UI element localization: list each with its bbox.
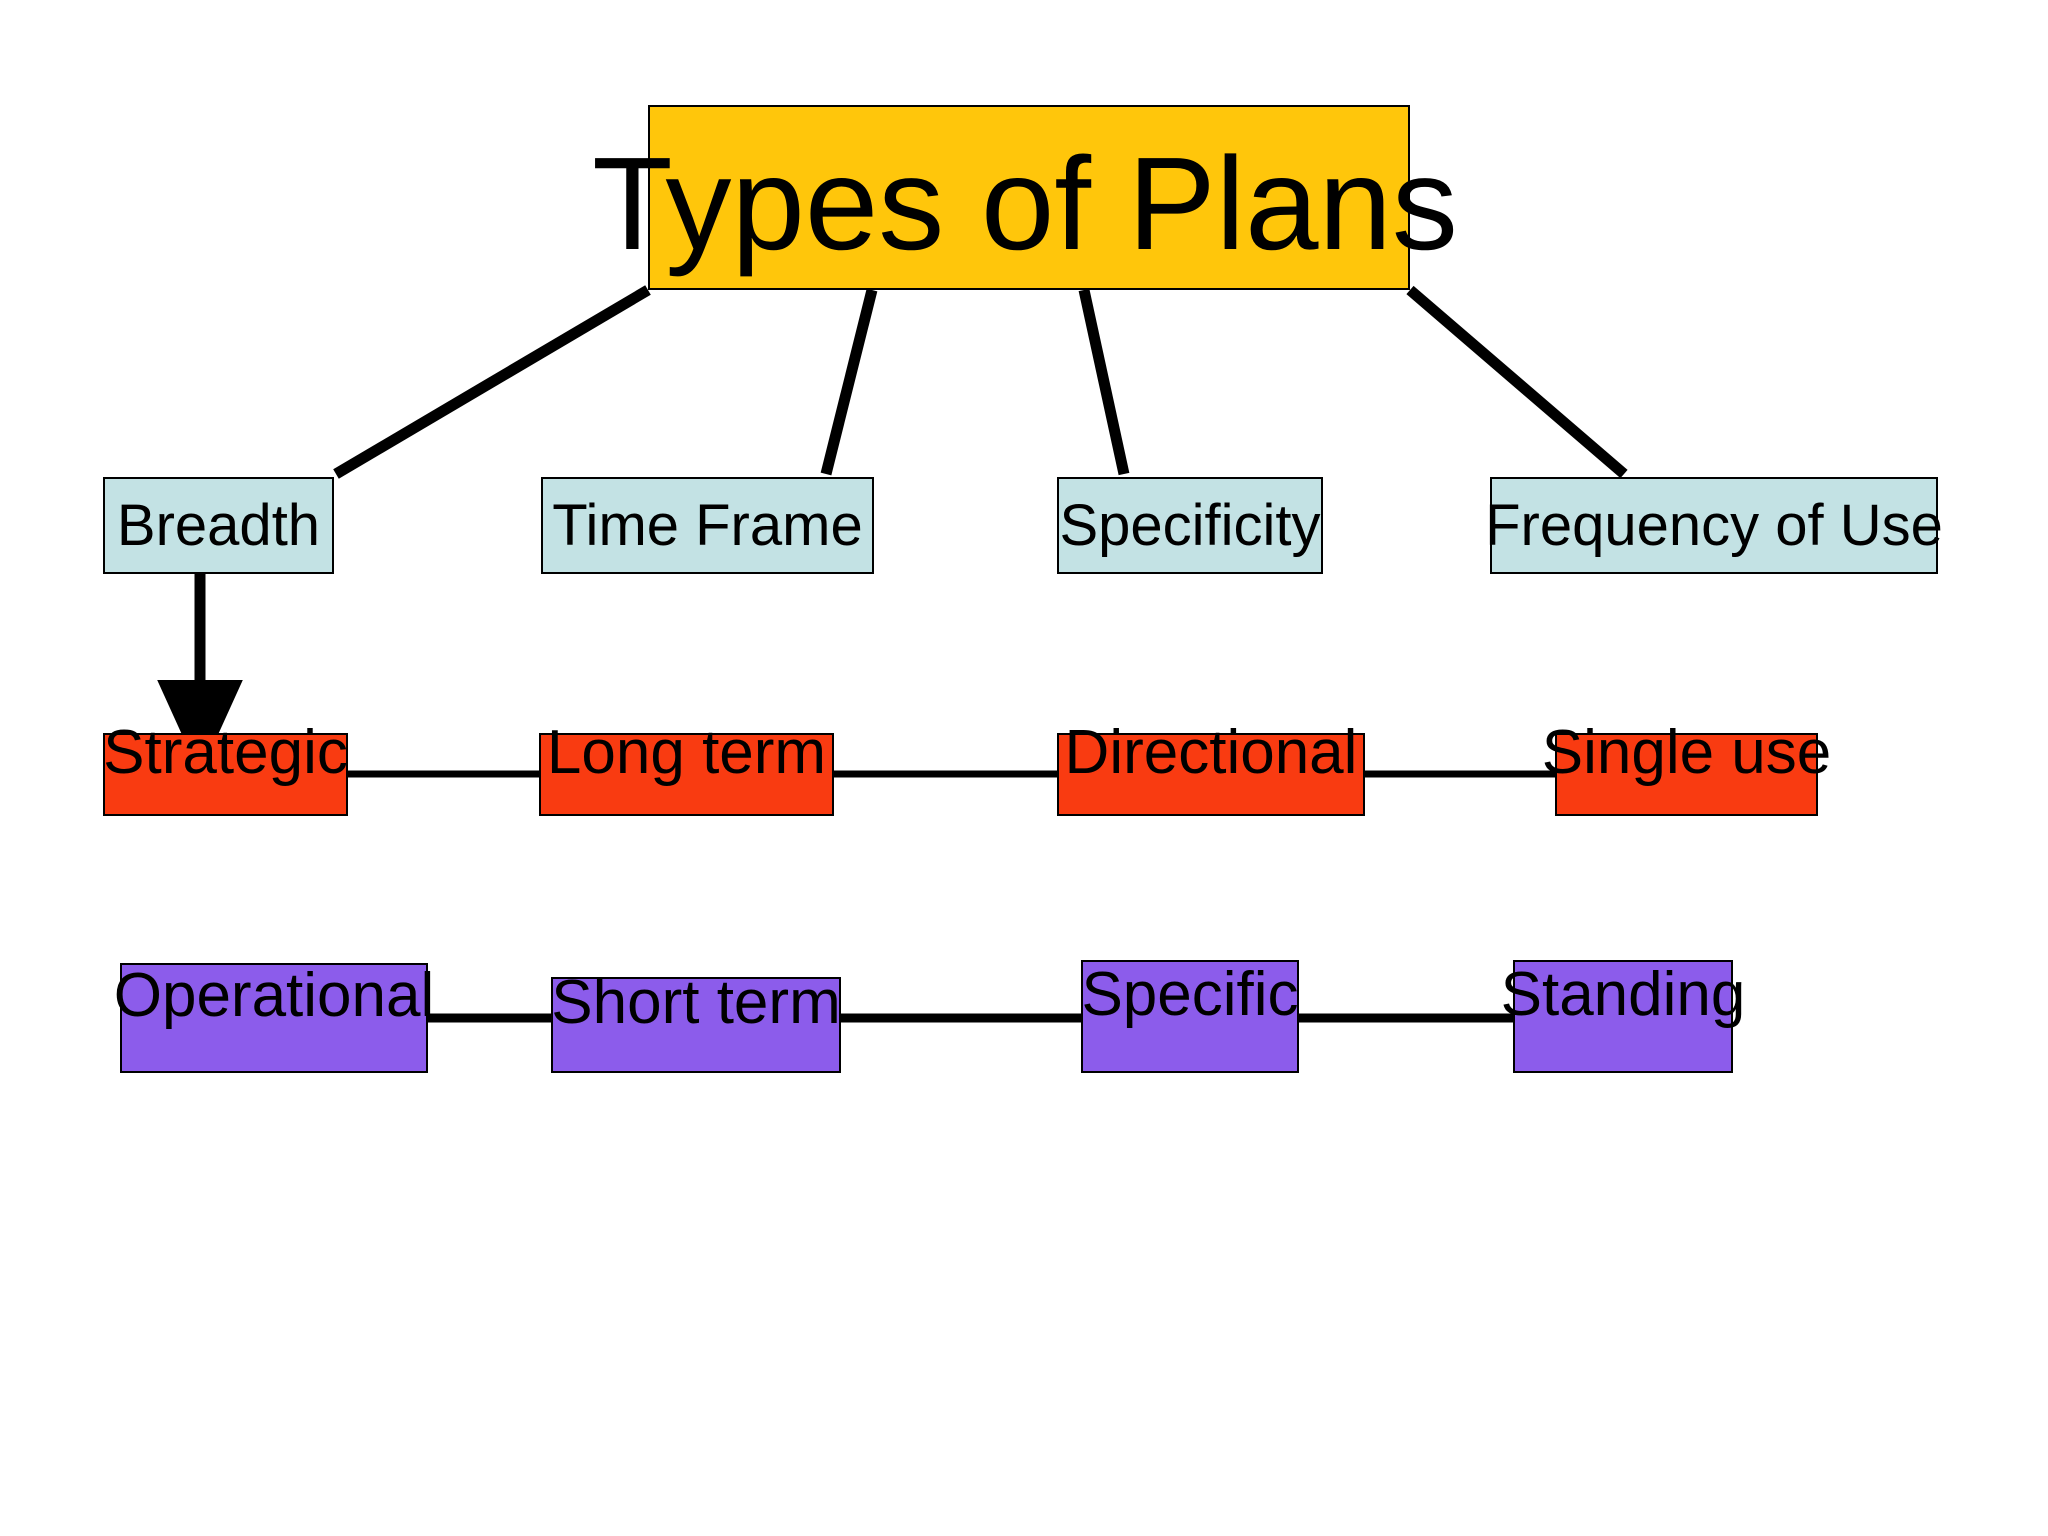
node-specific[interactable]: Specific xyxy=(1081,960,1299,1073)
node-breadth[interactable]: Breadth xyxy=(103,477,334,574)
node-label-frequency-of-use: Frequency of Use xyxy=(1485,492,1943,558)
connector-title-to-frequency-of-use xyxy=(1406,285,1628,479)
node-time-frame[interactable]: Time Frame xyxy=(541,477,874,574)
node-label-standing: Standing xyxy=(1500,959,1746,1029)
node-frequency-of-use[interactable]: Frequency of Use xyxy=(1485,477,1943,574)
connector-title-to-time-frame xyxy=(820,288,878,476)
node-operational[interactable]: Operational xyxy=(114,963,434,1073)
node-label-long-term: Long term xyxy=(546,717,827,787)
node-label-types-of-plans: Types of Plans xyxy=(592,129,1458,277)
node-label-time-frame: Time Frame xyxy=(552,492,863,558)
node-label-short-term: Short term xyxy=(551,968,841,1037)
node-label-specific: Specific xyxy=(1081,959,1299,1029)
node-specificity[interactable]: Specificity xyxy=(1057,477,1323,574)
node-label-strategic: Strategic xyxy=(103,717,348,787)
node-label-directional: Directional xyxy=(1064,717,1358,787)
node-directional[interactable]: Directional xyxy=(1057,721,1365,816)
node-label-breadth: Breadth xyxy=(116,492,321,558)
node-label-specificity: Specificity xyxy=(1059,492,1321,558)
node-long-term[interactable]: Long term xyxy=(539,721,834,816)
node-strategic[interactable]: Strategic xyxy=(103,721,348,816)
connector-title-to-specificity xyxy=(1078,288,1130,476)
node-label-single-use: Single use xyxy=(1541,717,1832,787)
connector-title-to-breadth xyxy=(333,285,651,479)
node-types-of-plans[interactable]: Types of Plans xyxy=(592,105,1458,290)
node-single-use[interactable]: Single use xyxy=(1542,721,1831,816)
node-short-term[interactable]: Short term xyxy=(551,972,841,1073)
node-label-operational: Operational xyxy=(113,961,435,1030)
node-standing[interactable]: Standing xyxy=(1501,960,1745,1073)
